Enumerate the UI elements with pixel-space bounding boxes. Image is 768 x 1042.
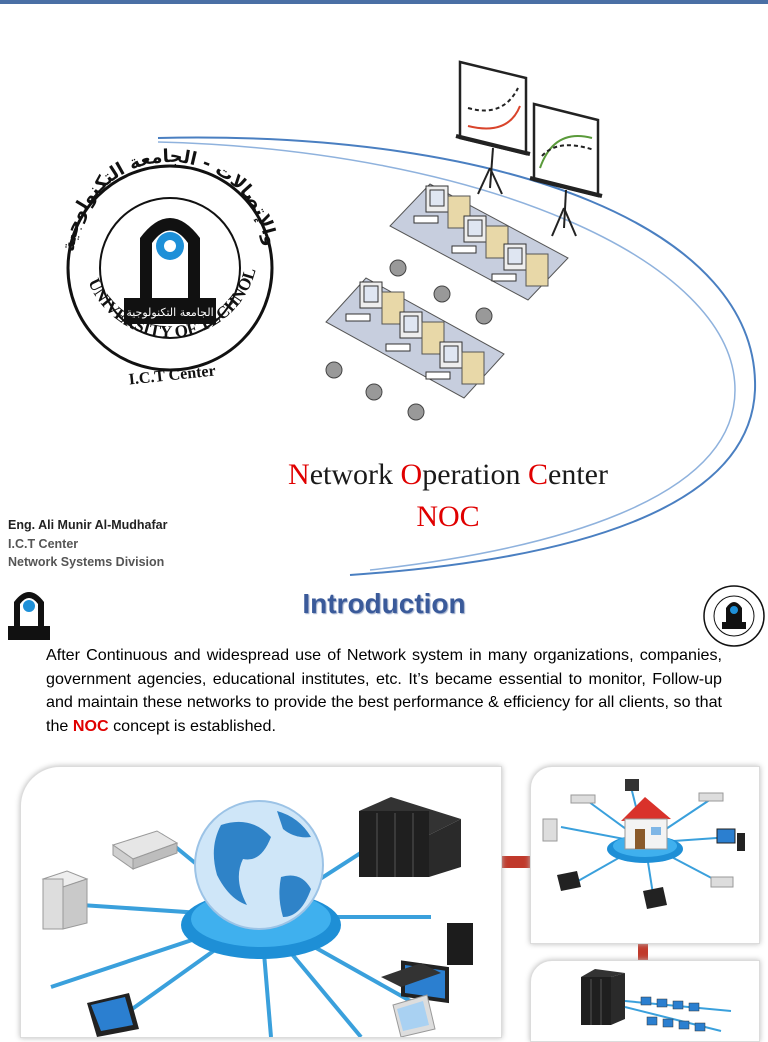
intro-paragraph: After Continuous and widespread use of N… <box>46 646 722 735</box>
desktop-computer-icon <box>381 923 473 1004</box>
network-hub-illustration <box>41 797 473 1037</box>
workstation-icon <box>425 341 485 385</box>
author-department: I.C.T Center <box>8 537 79 551</box>
server-network-frame <box>530 960 760 1042</box>
server-network-illustration <box>581 969 732 1032</box>
laptop-icon <box>557 871 667 909</box>
tablet-icon <box>392 994 436 1037</box>
title-text-segment: peration <box>422 458 528 491</box>
globe-icon <box>194 800 324 930</box>
connector-bar <box>496 856 536 868</box>
page-subtitle: NOC <box>416 500 480 533</box>
title-text-segment: enter <box>548 458 608 491</box>
connector-bar <box>638 940 648 964</box>
network-image-frame <box>20 766 502 1038</box>
server-rack-icon <box>581 969 625 1025</box>
page-title: Network Operation Center <box>262 458 634 492</box>
svg-text:الجامعة التكنولوجية: الجامعة التكنولوجية <box>126 306 213 319</box>
noc-highlight: NOC <box>72 716 109 735</box>
section-heading: Introduction <box>302 588 466 619</box>
projector-screen-icon <box>455 60 531 195</box>
noc-room-illustration <box>325 60 603 421</box>
home-network-illustration <box>542 779 745 909</box>
logo-plaque <box>124 298 216 324</box>
workstation-icon <box>451 215 509 259</box>
laptop-icon <box>87 993 139 1037</box>
home-network-frame <box>530 766 760 944</box>
router-icon <box>111 830 179 870</box>
small-logo-left <box>8 592 50 640</box>
chairs <box>325 259 493 421</box>
server-rack-icon <box>359 797 461 877</box>
title-accent-letter: O <box>400 458 423 491</box>
title-accent-letter: N <box>288 458 310 491</box>
house-icon <box>621 797 671 850</box>
university-logo: مركز تقنية المعلومات والإتصالات - الجامع… <box>44 128 282 388</box>
author-division: Network Systems Division <box>8 555 165 569</box>
author-name: Eng. Ali Munir Al-Mudhafar <box>8 518 168 532</box>
top-border <box>0 0 768 4</box>
title-accent-letter: C <box>527 458 548 491</box>
workstation-icon <box>491 243 549 287</box>
workstation-icon <box>345 281 405 325</box>
workstation-icon <box>385 311 445 355</box>
decorative-arcs <box>157 136 757 576</box>
pc-tower-icon <box>41 870 89 930</box>
title-text-segment: etwork <box>309 458 401 491</box>
projector-screen-icon <box>529 102 603 237</box>
small-logo-right <box>703 585 765 647</box>
